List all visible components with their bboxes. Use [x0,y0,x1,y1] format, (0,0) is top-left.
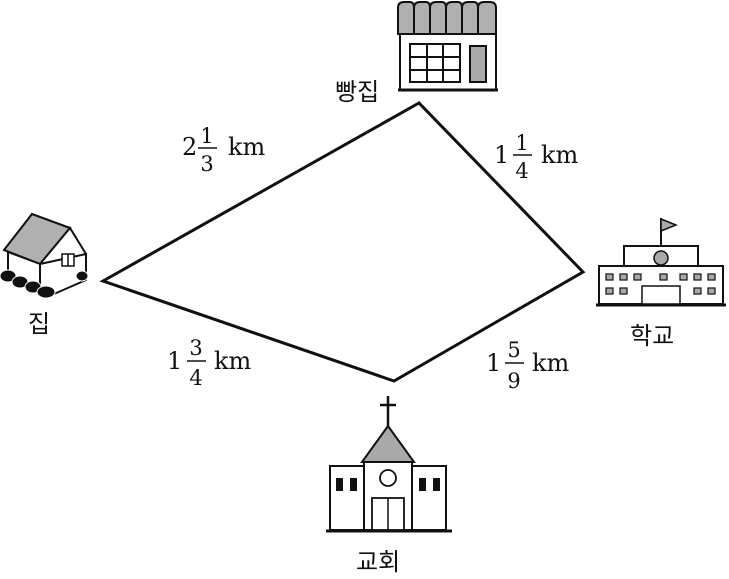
distance-denominator: 9 [507,369,520,393]
distance-unit: km [532,349,570,377]
distance-home-bakery: 2 1 3 km [182,124,266,176]
distance-denominator: 3 [200,152,213,176]
bakery-building-icon [397,0,498,92]
house-icon [0,212,89,299]
distance-whole: 1 [494,141,509,169]
distance-unit: km [214,347,252,375]
distance-denominator: 4 [515,159,528,183]
distance-denominator: 4 [189,366,202,390]
distance-whole: 1 [486,349,501,377]
distance-numerator: 1 [200,124,213,148]
distance-unit: km [541,141,579,169]
distance-numerator: 3 [189,336,202,360]
distance-bakery-school: 1 1 4 km [494,131,579,183]
distance-church-school: 1 5 9 km [486,338,570,393]
distance-home-church: 1 3 4 km [167,336,252,390]
school-label: 학교 [630,322,674,350]
church-label: 교회 [356,548,400,576]
school-building-icon [596,217,726,307]
bakery-label: 빵집 [335,78,379,106]
church-icon [326,396,452,533]
distance-unit: km [228,133,266,161]
distance-numerator: 1 [515,131,528,155]
home-label: 집 [28,310,50,338]
distance-whole: 1 [167,347,182,375]
route-polygon [99,101,586,383]
distance-numerator: 5 [507,338,520,362]
distance-whole: 2 [182,133,197,161]
